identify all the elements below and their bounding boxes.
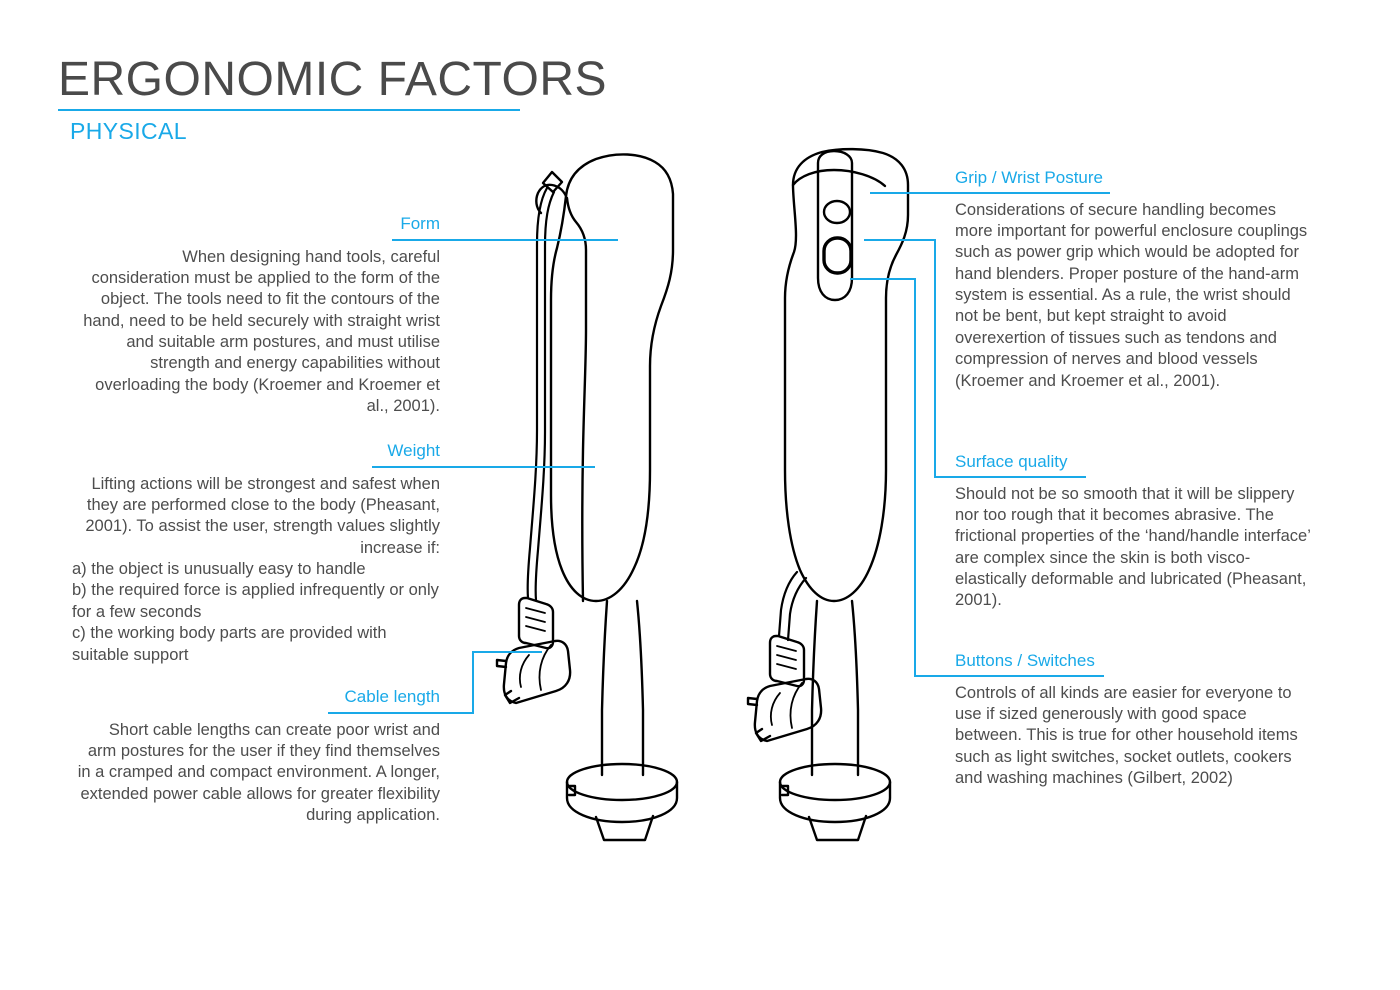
left-blender-plug-pin-top — [495, 658, 508, 669]
leader-line-cable-arm — [472, 651, 542, 653]
right-blender-plug-strain-relief — [768, 634, 806, 688]
section-surface-quality-body: Should not be so smooth that it will be … — [955, 484, 1311, 610]
right-blender-guard-notch — [780, 784, 790, 797]
title-underline-rule — [58, 108, 520, 111]
left-blender-guard-foot — [594, 814, 655, 842]
section-form: Form When designing hand tools, careful … — [72, 214, 440, 418]
section-cable-length-heading: Cable length — [344, 687, 440, 706]
left-blender-group — [495, 153, 679, 842]
right-blender-body — [783, 147, 910, 603]
right-blender-power-button — [822, 236, 853, 275]
right-blender-plug-relief-ridge-3 — [776, 663, 797, 670]
left-blender-guard-top-ellipse — [565, 762, 679, 802]
section-weight-list: a) the object is unusually easy to handl… — [72, 560, 439, 664]
leader-line-grip — [870, 192, 1110, 194]
section-surface-quality-heading: Surface quality — [955, 452, 1068, 471]
left-blender-body — [549, 153, 675, 603]
leader-line-weight — [372, 466, 595, 468]
left-blender-shaft — [600, 599, 609, 777]
left-blender-shaft-right — [635, 599, 645, 777]
section-weight-body: Lifting actions will be strongest and sa… — [85, 474, 440, 557]
right-blender-cable-inner — [786, 576, 808, 642]
right-blender-shaft-right — [850, 599, 860, 777]
right-blender-control-panel — [816, 149, 854, 302]
right-blender-speed-button — [822, 199, 852, 225]
right-blender-group — [746, 147, 910, 842]
section-grip-body: Considerations of secure handling become… — [955, 200, 1308, 390]
section-form-body: When designing hand tools, careful consi… — [83, 247, 440, 416]
left-blender-plug-face-curve — [518, 654, 530, 688]
left-blender-plug-relief-ridge-1 — [525, 607, 546, 614]
leader-line-cable-underline — [328, 712, 474, 714]
section-cable-length-body: Short cable lengths can create poor wris… — [77, 720, 440, 825]
right-blender-guard-skirt — [778, 780, 892, 824]
title-block: ERGONOMIC FACTORS PHYSICAL — [58, 53, 607, 144]
section-weight: Weight Lifting actions will be strongest… — [72, 441, 440, 666]
leader-line-surface-arm-top — [864, 239, 936, 241]
right-blender-shaft-left — [810, 599, 819, 777]
left-blender-cable-collar — [541, 170, 564, 194]
right-blender-plug-face-curve-2 — [789, 682, 803, 729]
left-blender-guard-skirt — [565, 780, 679, 824]
right-blender-top-cap — [791, 168, 887, 188]
section-surface-quality: Surface quality Should not be so smooth … — [955, 452, 1315, 612]
left-blender-cable-outer — [526, 186, 549, 600]
right-blender-cable-outer — [777, 570, 799, 638]
right-blender-plug-pin-top — [746, 696, 759, 707]
leader-line-buttons-riser — [914, 278, 916, 677]
leader-line-surface-riser — [934, 239, 936, 478]
page-title: ERGONOMIC FACTORS — [58, 53, 607, 106]
leader-line-form — [392, 239, 618, 241]
right-blender-plug-pin-bottom — [754, 727, 772, 743]
page-subtitle: PHYSICAL — [70, 117, 187, 144]
leader-line-buttons-arm-top — [850, 278, 916, 280]
left-blender-plug-relief-ridge-2 — [525, 616, 546, 623]
left-blender-cable-inner — [534, 190, 556, 602]
right-blender-guard-foot — [807, 814, 868, 842]
left-blender-grip-hook — [535, 183, 568, 215]
section-buttons-switches: Buttons / Switches Controls of all kinds… — [955, 651, 1315, 789]
section-weight-heading: Weight — [387, 441, 440, 460]
section-cable-length: Cable length Short cable lengths can cre… — [72, 687, 440, 826]
leader-line-buttons-underline — [914, 675, 1104, 677]
left-blender-plug-relief-ridge-3 — [525, 625, 546, 632]
left-blender-plug-strain-relief — [517, 596, 555, 650]
left-blender-guard-notch — [567, 784, 577, 797]
right-blender-plug-relief-ridge-2 — [776, 654, 797, 661]
section-buttons-switches-heading: Buttons / Switches — [955, 651, 1095, 670]
leader-line-surface-underline — [934, 476, 1086, 478]
right-blender-plug-face-curve — [769, 692, 781, 726]
right-blender-plug-body — [753, 677, 823, 743]
section-buttons-switches-body: Controls of all kinds are easier for eve… — [955, 683, 1298, 788]
leader-line-cable-riser — [472, 651, 474, 714]
right-blender-plug-relief-ridge-1 — [776, 645, 797, 652]
left-blender-plug-pin-bottom — [503, 689, 521, 705]
section-form-heading: Form — [400, 214, 440, 233]
section-grip-heading: Grip / Wrist Posture — [955, 168, 1103, 187]
right-blender-guard-top-ellipse — [778, 762, 892, 802]
left-blender-front-ridge — [565, 196, 588, 603]
section-grip-wrist-posture: Grip / Wrist Posture Considerations of s… — [955, 168, 1315, 392]
